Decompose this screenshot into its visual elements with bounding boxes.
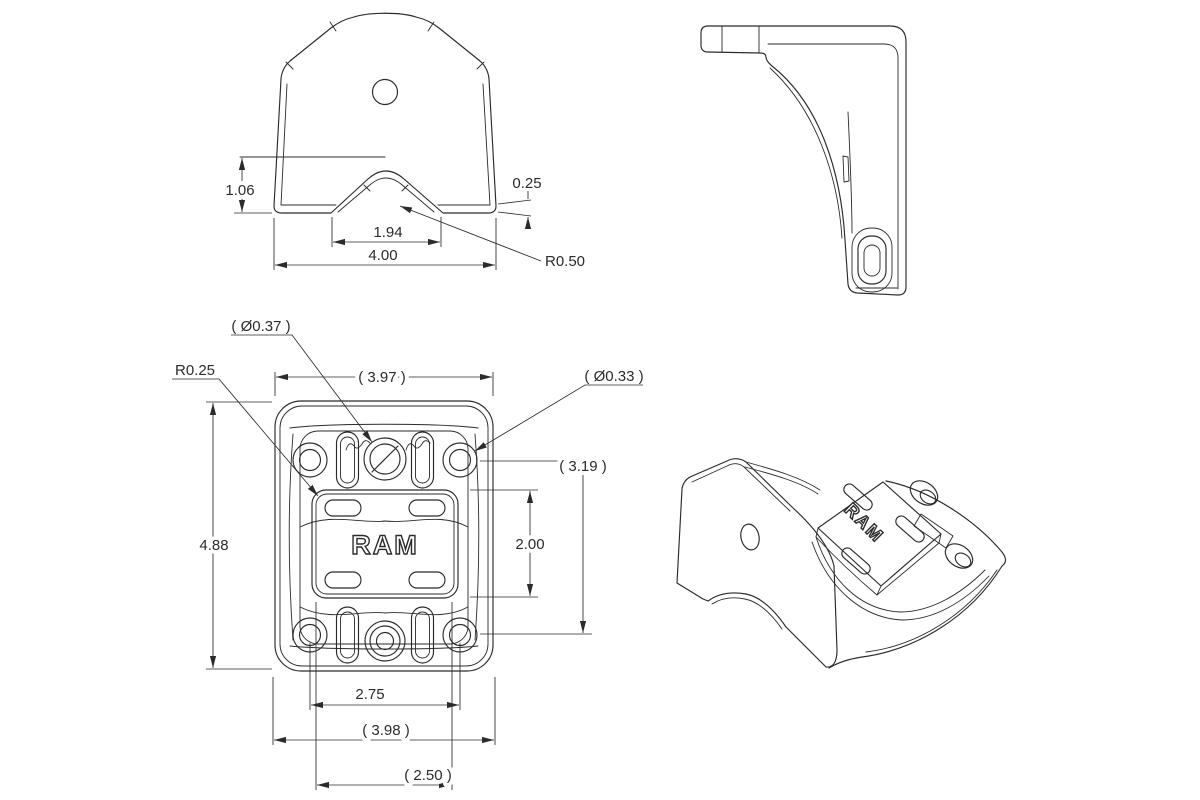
plan-outline <box>274 400 494 672</box>
plate-slot-1 <box>324 499 362 517</box>
plan-hole-top-right-inner <box>448 448 472 472</box>
side-slot-outer <box>857 235 887 285</box>
iso-face-hole <box>740 523 760 551</box>
plan-ram-plate-inner <box>315 493 455 595</box>
dim-hole-span-horizontal: 2.75 <box>355 686 384 703</box>
dim-0.25-ext <box>497 199 532 217</box>
dim-width-ref-top: ( 3.97 ) <box>358 369 406 386</box>
front-dimensions: 1.06 0.25 1.94 4.00 R0.50 <box>221 158 585 270</box>
dim-3.98-ext <box>272 677 496 745</box>
iso-top-sheet-edge <box>744 461 821 495</box>
plan-countersink-mid <box>369 625 401 657</box>
side-section-lines <box>721 25 760 54</box>
dim-thickness: 0.25 <box>512 175 541 192</box>
plan-inner-outline <box>279 405 489 667</box>
iso-hole-2-inner <box>954 552 972 568</box>
iso-face-outline <box>676 458 838 668</box>
iso-wing-inner-edge <box>865 569 998 653</box>
dim-screw-dia: ( Ø0.37 ) <box>231 318 290 335</box>
top-view-dimensions: ( 3.97 ) 4.88 ( 3.19 ) 2.00 2.75 ( 3.98 … <box>172 318 644 790</box>
dim-plate-width-ref: ( 2.50 ) <box>404 767 452 784</box>
side-slot-boss <box>851 227 893 293</box>
plan-hole-top-left <box>292 442 328 478</box>
dim-notch-radius: R0.50 <box>545 253 585 270</box>
dim-flange-height: 1.06 <box>225 182 254 199</box>
side-plate-edge <box>847 111 853 234</box>
side-slot-inner <box>863 244 881 277</box>
plan-wave-top <box>299 518 469 528</box>
dim-2.50-ext <box>315 602 453 790</box>
dim-hole-dia: ( Ø0.33 ) <box>584 368 643 385</box>
plan-countersink-inner <box>375 631 395 651</box>
dim-notch-width: 1.94 <box>373 224 402 241</box>
leader-corner-radius <box>172 378 319 497</box>
plan-slot-top-right <box>410 431 435 489</box>
plan-screw-outer <box>363 437 407 481</box>
plan-ram-plate <box>311 489 459 599</box>
iso-face-thickness <box>691 463 791 630</box>
plate-slot-3 <box>324 571 362 589</box>
front-view: 1.06 0.25 1.94 4.00 R0.50 <box>221 12 585 270</box>
plate-slot-2 <box>408 499 446 517</box>
dim-width-ref-bottom: ( 3.98 ) <box>362 722 410 739</box>
side-web-curve <box>769 67 843 239</box>
iso-plate-slot-2 <box>895 515 925 543</box>
plan-screw-inner <box>369 443 401 475</box>
dim-3.19-ext <box>480 460 592 635</box>
dim-4.88-ext <box>206 401 272 670</box>
plan-slot-bottom-left <box>335 606 360 664</box>
plan-hole-top-right <box>442 442 478 478</box>
dim-2.00-ext <box>470 489 538 598</box>
dim-corner-radius: R0.25 <box>175 362 215 379</box>
iso-hole-1-outer <box>909 480 939 506</box>
side-outline <box>700 25 907 296</box>
iso-hole-2-outer <box>944 543 974 569</box>
plan-wave-bottom <box>299 606 469 616</box>
side-view <box>700 25 907 296</box>
dim-overall-height: 4.88 <box>199 537 228 554</box>
plan-slot-bottom-right <box>410 606 435 664</box>
top-view: RAM ( 3.97 ) 4.88 ( 3.19 ) 2.00 2.75 ( 3… <box>172 318 644 790</box>
plan-recess-contour <box>299 430 469 645</box>
plan-slot-top-right-inner <box>415 436 430 484</box>
dim-plate-height: 2.00 <box>515 536 544 553</box>
ram-logo-plan: RAM <box>351 530 419 560</box>
dim-3.97-ext <box>274 372 494 396</box>
dim-4.00-ext <box>273 218 497 270</box>
ram-logo-iso: RAM <box>841 499 888 546</box>
front-inner-edges <box>280 83 491 206</box>
side-clip-tab <box>842 155 850 183</box>
plan-countersink-outer <box>364 620 406 662</box>
plan-hole-bottom-right-inner <box>448 623 472 647</box>
plan-slot-bottom-right-inner <box>415 611 430 659</box>
iso-hole-1-inner <box>919 489 937 505</box>
iso-plate-slot-3 <box>841 547 871 575</box>
plan-hole-top-left-inner <box>298 448 322 472</box>
plan-top-band <box>289 423 479 429</box>
plan-screw-slot <box>371 445 399 473</box>
leader-R0.50 <box>399 205 542 262</box>
iso-wing-outline <box>828 480 1007 669</box>
side-inner-edge <box>767 43 899 290</box>
front-notch-inner-line <box>337 177 435 213</box>
front-hole <box>371 78 399 106</box>
plan-slot-bottom-left-inner <box>340 611 355 659</box>
isometric-view: RAM <box>676 458 1007 669</box>
dim-overall-width: 4.00 <box>368 247 397 264</box>
plan-slot-top-left-inner <box>340 436 355 484</box>
dim-hole-span-vertical: ( 3.19 ) <box>559 458 607 475</box>
iso-plate-slot-1 <box>843 483 873 511</box>
leader-hole-dia <box>474 384 643 452</box>
plan-slot-top-left <box>335 431 360 489</box>
leader-screw-dia <box>231 334 373 443</box>
front-outline <box>273 12 497 214</box>
dim-2.75-ext <box>309 643 461 710</box>
bend-tick-marks <box>285 21 485 192</box>
plate-slot-4 <box>408 571 446 589</box>
iso-base-edges <box>811 536 990 621</box>
